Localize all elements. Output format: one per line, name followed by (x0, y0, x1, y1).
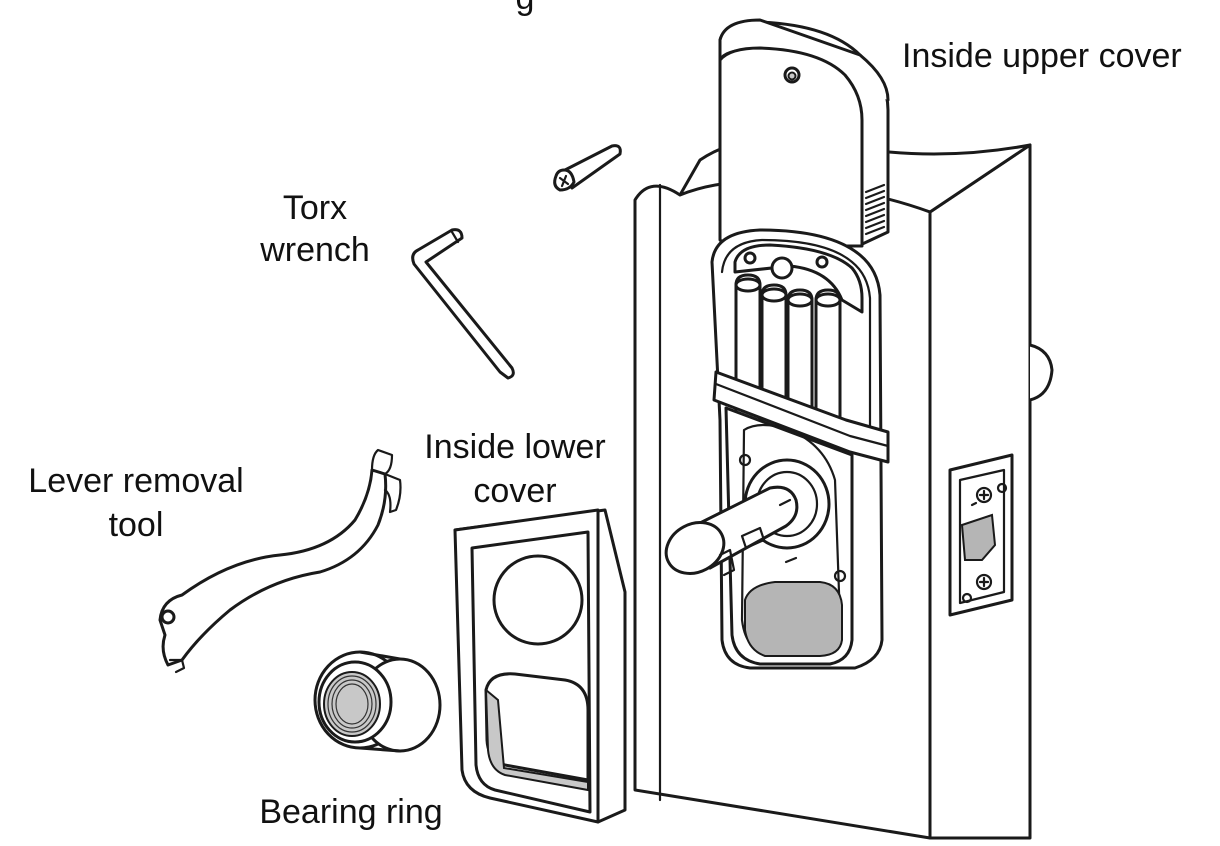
mounting-screw (553, 144, 622, 192)
label-inside-lower-cover-line1: Inside lower (424, 428, 606, 466)
label-torx-wrench-line2: wrench (260, 231, 370, 269)
lever-removal-tool-part (158, 448, 402, 674)
inside-upper-cover-part (718, 18, 890, 248)
label-torx-wrench-line1: Torx (282, 189, 348, 227)
inside-chassis (664, 228, 890, 670)
label-lever-removal-tool-line1: Lever removal (28, 462, 244, 500)
label-lever-removal-tool-line2: tool (108, 506, 164, 544)
bearing-ring-part (313, 650, 442, 753)
partial-header-text: g (505, 0, 545, 18)
label-inside-lower-cover-line2: cover (473, 472, 557, 510)
inside-lower-cover-part (453, 508, 627, 824)
label-inside-upper-cover: Inside upper cover (902, 37, 1182, 75)
label-bearing-ring: Bearing ring (259, 793, 443, 831)
torx-wrench-part (411, 228, 515, 380)
